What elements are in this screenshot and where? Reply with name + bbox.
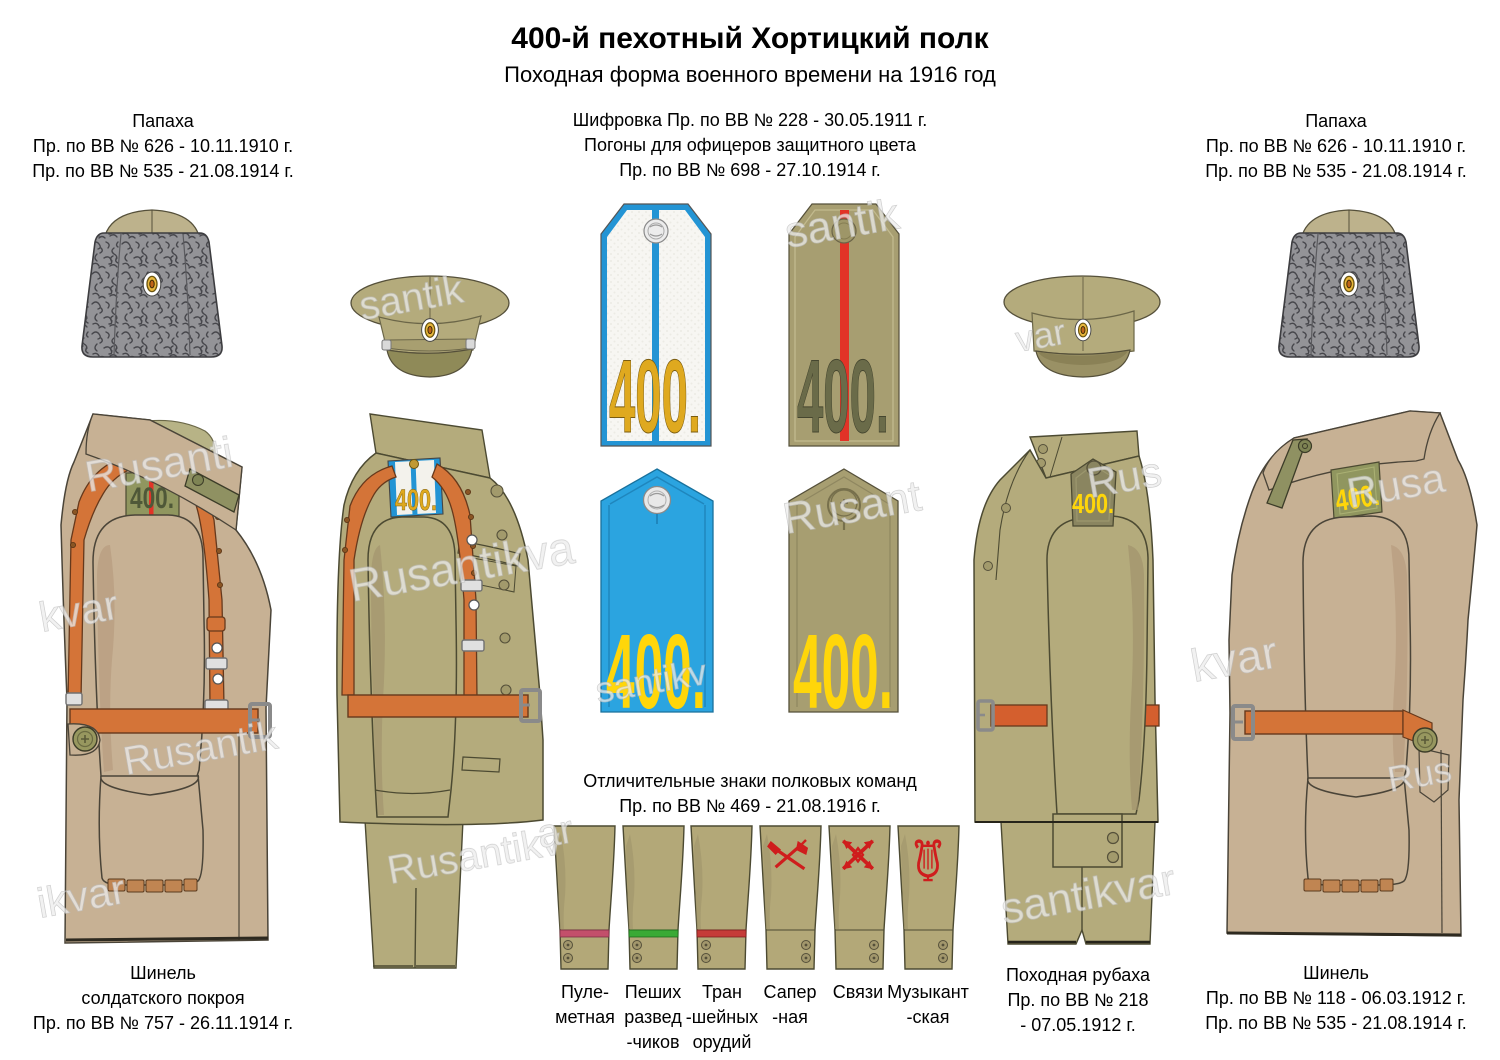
svg-text:-шейных: -шейных xyxy=(686,1007,758,1027)
svg-text:метная: метная xyxy=(555,1007,615,1027)
svg-text:400.: 400. xyxy=(1072,488,1114,519)
svg-text:-ная: -ная xyxy=(772,1007,808,1027)
svg-text:Связи: Связи xyxy=(833,982,883,1002)
svg-text:400.: 400. xyxy=(797,339,889,455)
svg-text:Папаха: Папаха xyxy=(1305,111,1368,131)
svg-text:Отличительные знаки полковых к: Отличительные знаки полковых команд xyxy=(583,771,917,791)
svg-text:Пуле-: Пуле- xyxy=(561,982,609,1002)
svg-text:Пр. по ВВ № 469 - 21.08.1916 г: Пр. по ВВ № 469 - 21.08.1916 г. xyxy=(619,796,881,816)
svg-text:Пр. по ВВ № 118 - 06.03.1912 г: Пр. по ВВ № 118 - 06.03.1912 г. xyxy=(1206,988,1466,1008)
svg-text:Пр. по ВВ № 698 - 27.10.1914 г: Пр. по ВВ № 698 - 27.10.1914 г. xyxy=(619,160,881,180)
svg-text:400.: 400. xyxy=(793,613,893,731)
svg-text:400.: 400. xyxy=(395,484,437,517)
svg-text:-чиков: -чиков xyxy=(626,1032,679,1052)
svg-text:Сапер: Сапер xyxy=(764,982,817,1002)
svg-text:400-й пехотный Хортицкий полк: 400-й пехотный Хортицкий полк xyxy=(511,22,989,55)
svg-text:-ская: -ская xyxy=(906,1007,949,1027)
svg-text:- 07.05.1912 г.: - 07.05.1912 г. xyxy=(1020,1015,1135,1035)
svg-text:Пр. по ВВ № 535 - 21.08.1914 г: Пр. по ВВ № 535 - 21.08.1914 г. xyxy=(1205,161,1467,181)
svg-text:Походная рубаха: Походная рубаха xyxy=(1006,965,1151,985)
svg-text:Пр. по ВВ № 757 - 26.11.1914 г: Пр. по ВВ № 757 - 26.11.1914 г. xyxy=(33,1013,293,1033)
svg-text:солдатского покроя: солдатского покроя xyxy=(81,988,244,1008)
svg-text:Пр. по ВВ № 535 - 21.08.1914 г: Пр. по ВВ № 535 - 21.08.1914 г. xyxy=(32,161,294,181)
svg-text:Пр. по ВВ № 218: Пр. по ВВ № 218 xyxy=(1007,990,1148,1010)
svg-text:Шифровка Пр. по ВВ № 228 - 30.: Шифровка Пр. по ВВ № 228 - 30.05.1911 г. xyxy=(573,110,927,130)
svg-text:Пр. по ВВ № 626 - 10.11.1910 г: Пр. по ВВ № 626 - 10.11.1910 г. xyxy=(33,136,293,156)
svg-text:развед: развед xyxy=(624,1007,682,1027)
svg-text:Пеших: Пеших xyxy=(625,982,681,1002)
svg-text:Rus: Rus xyxy=(1384,748,1454,799)
svg-text:Пр. по ВВ № 535 - 21.08.1914 г: Пр. по ВВ № 535 - 21.08.1914 г. xyxy=(1205,1013,1467,1033)
svg-text:Походная форма военного времен: Походная форма военного времени на 1916 … xyxy=(504,62,996,87)
svg-text:400.: 400. xyxy=(609,339,701,455)
svg-text:Музыкант: Музыкант xyxy=(887,982,969,1002)
svg-text:Шинель: Шинель xyxy=(1303,963,1369,983)
svg-text:Погоны для офицеров защитного: Погоны для офицеров защитного цвета xyxy=(584,135,917,155)
svg-text:ar: ar xyxy=(534,807,577,857)
svg-text:400.: 400. xyxy=(1333,479,1382,518)
svg-text:var: var xyxy=(1012,311,1068,360)
svg-text:Шинель: Шинель xyxy=(130,963,196,983)
svg-text:орудий: орудий xyxy=(693,1032,752,1052)
svg-text:Пр. по ВВ № 626 - 10.11.1910 г: Пр. по ВВ № 626 - 10.11.1910 г. xyxy=(1206,136,1466,156)
svg-text:Тран: Тран xyxy=(702,982,742,1002)
svg-text:Папаха: Папаха xyxy=(132,111,195,131)
svg-text:400.: 400. xyxy=(606,613,706,731)
